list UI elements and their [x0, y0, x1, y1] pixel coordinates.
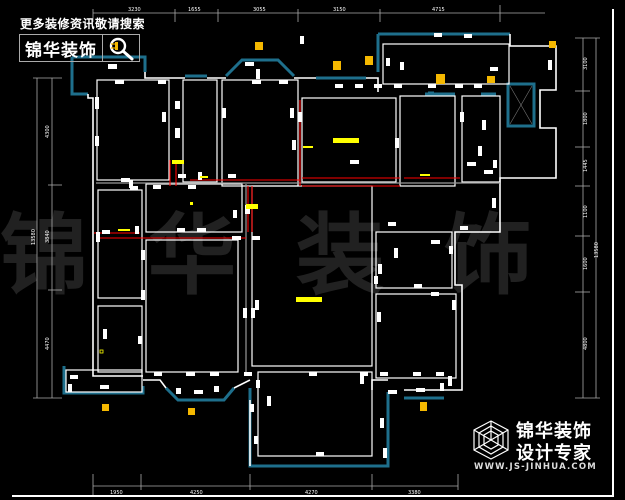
dim-top-3: 3055: [253, 7, 266, 13]
brand-slogan: 设计专家: [516, 443, 592, 464]
dim-top-1: 3230: [128, 7, 141, 13]
top-dimension-line: [92, 5, 545, 22]
dim-right-5: 1600: [583, 257, 589, 270]
right-dimension-line: [575, 37, 600, 399]
dim-right-4: 1100: [583, 205, 589, 218]
brand-name: 锦华装饰: [516, 421, 592, 442]
search-button[interactable]: [102, 34, 140, 62]
highlight-marks: [99, 138, 359, 354]
dim-top-4: 3150: [333, 7, 346, 13]
dim-bottom-2: 4250: [190, 490, 203, 496]
dim-left-3: 4470: [45, 337, 51, 350]
light-fixtures: [102, 41, 556, 415]
left-dimension-line: [33, 77, 62, 399]
watermark-text: 锦华装饰: [0, 203, 593, 307]
brand-url: WWW.JS-JINHUA.COM: [474, 462, 597, 472]
wall-openings: [68, 33, 552, 458]
red-lines: [94, 100, 460, 239]
windows: [62, 32, 536, 468]
dim-left-total: 13580: [31, 229, 37, 245]
logo-text: 锦华装饰: [25, 40, 97, 61]
dim-bottom-3: 4270: [305, 490, 318, 496]
dim-right-6: 4800: [583, 337, 589, 350]
outer-walls: [87, 34, 557, 466]
tag-markers: [118, 146, 430, 231]
brand-block: 锦华装饰 设计专家 WWW.JS-JINHUA.COM: [470, 417, 620, 472]
bottom-dimension-line: [92, 474, 459, 495]
promo-text: 更多装修资讯敬请搜索: [20, 17, 146, 31]
dim-right-1: 3100: [583, 57, 589, 70]
logo-text-box: 锦华装饰: [19, 34, 103, 62]
dim-top-2: 1655: [188, 7, 201, 13]
dim-bottom-4: 3380: [408, 490, 421, 496]
dim-left-2: 3840: [45, 230, 51, 243]
magnifier-icon: [109, 37, 134, 61]
elevator-shaft: [509, 85, 533, 125]
dim-bottom-1: 1950: [110, 490, 123, 496]
dim-top-5: 4715: [432, 7, 445, 13]
dim-right-3: 1445: [583, 159, 589, 172]
dim-right-total: 13580: [594, 242, 600, 258]
drawing-frame: [12, 9, 614, 497]
hex-cube-icon: [473, 420, 509, 460]
dim-right-2: 1800: [583, 112, 589, 125]
dim-left-1: 4300: [45, 125, 51, 138]
